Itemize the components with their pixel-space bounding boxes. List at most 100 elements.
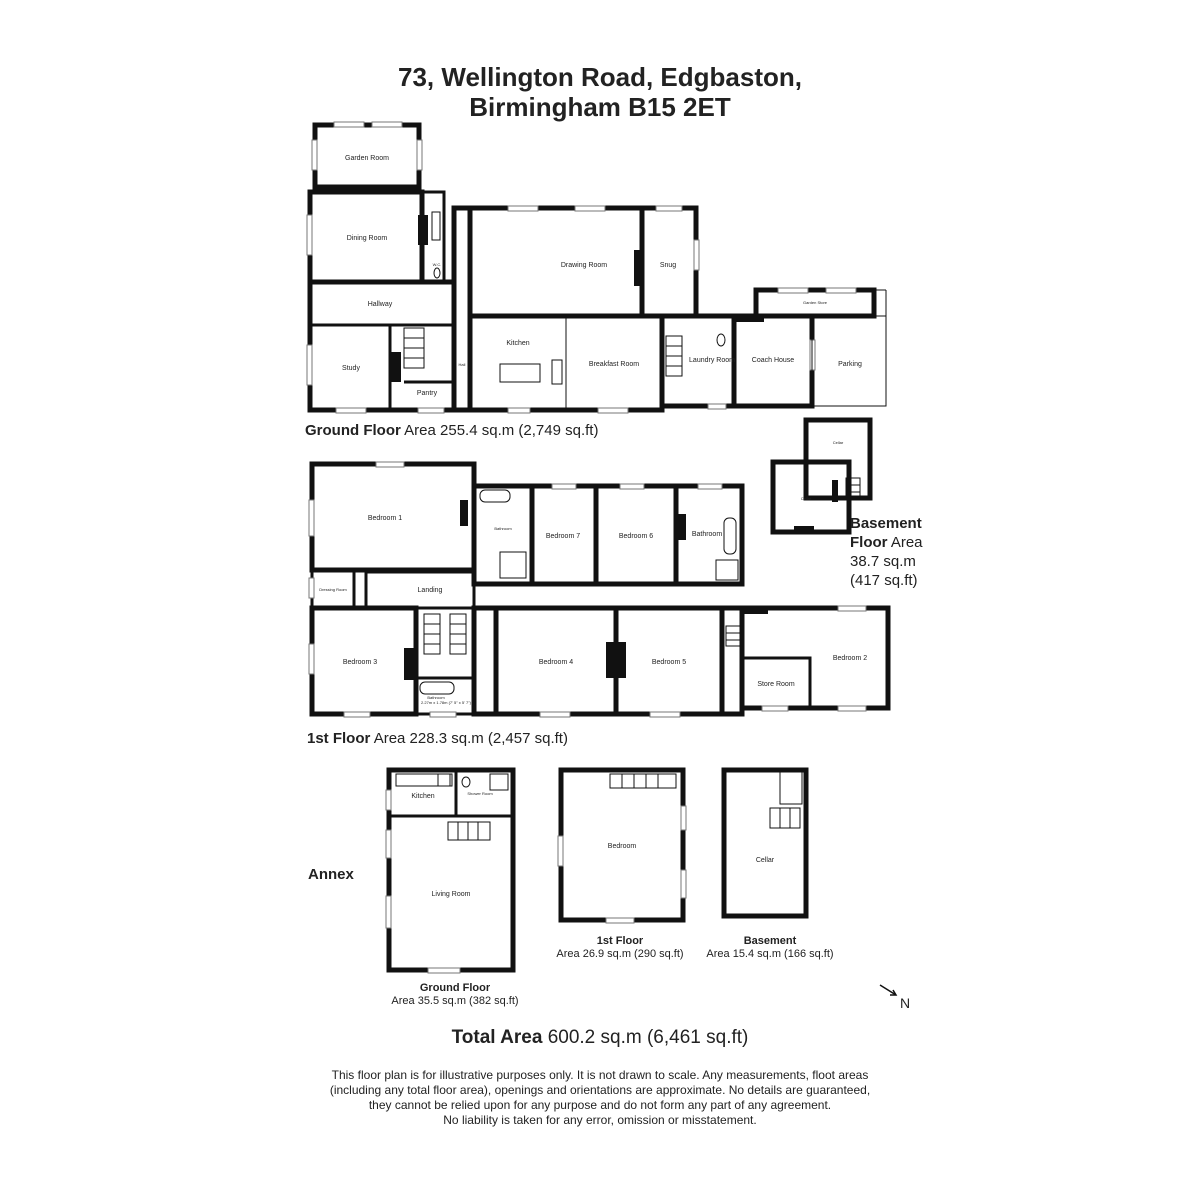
annex-ground-area-value: Area 35.5 sq.m (382 sq.ft) bbox=[391, 995, 519, 1007]
window bbox=[507, 205, 539, 212]
total-area: Total Area 600.2 sq.m (6,461 sq.ft) bbox=[0, 1027, 1200, 1049]
bathroom-3-dimensions: 2.27m x 1.78m (7' 5" x 5' 7") bbox=[421, 700, 472, 705]
basement-floor-label: Floor bbox=[850, 534, 888, 551]
wall-block bbox=[734, 314, 764, 322]
ground-floor-plan bbox=[306, 121, 887, 414]
window bbox=[375, 461, 405, 468]
window bbox=[335, 407, 367, 414]
staircase bbox=[725, 625, 741, 647]
toilet bbox=[461, 776, 471, 788]
window bbox=[655, 205, 683, 212]
window bbox=[371, 121, 403, 128]
window bbox=[385, 895, 392, 929]
annex-basement-plan bbox=[721, 767, 809, 919]
window bbox=[343, 711, 371, 718]
window bbox=[693, 239, 700, 271]
fireplace bbox=[460, 500, 468, 526]
bedroom-7-label: Bedroom 7 bbox=[546, 533, 580, 540]
center-strip-walls bbox=[471, 605, 499, 717]
dining-room-label: Dining Room bbox=[347, 235, 388, 242]
first-floor-area: 1st Floor Area 228.3 sq.m (2,457 sq.ft) bbox=[307, 730, 568, 748]
basement-area-line-4: (417 sq.ft) bbox=[850, 572, 918, 589]
annex-shower-room-label: Shower Room bbox=[467, 791, 493, 796]
disclaimer-line-3: they cannot be relied upon for any purpo… bbox=[368, 1098, 832, 1112]
stairwell-walls bbox=[414, 606, 476, 680]
bathroom-3-label: Bathroom bbox=[427, 695, 445, 700]
window bbox=[605, 917, 635, 924]
fireplace bbox=[606, 642, 616, 678]
kitchen-counter bbox=[395, 773, 453, 787]
hallway-label: Hallway bbox=[368, 301, 393, 308]
window bbox=[680, 869, 687, 899]
fireplace bbox=[391, 352, 401, 382]
annex-kitchen-label: Kitchen bbox=[411, 793, 434, 800]
laundry-room-label: Laundry Room bbox=[689, 357, 735, 364]
window bbox=[417, 407, 445, 414]
address-line-1: 73, Wellington Road, Edgbaston, bbox=[398, 62, 802, 92]
window bbox=[306, 344, 313, 386]
coach-house-label: Coach House bbox=[752, 357, 795, 364]
staircase bbox=[447, 821, 491, 841]
window bbox=[306, 214, 313, 256]
basement-area-line-2: Floor Area bbox=[850, 534, 923, 552]
bedroom-1-label: Bedroom 1 bbox=[368, 515, 402, 522]
bedroom-5-label: Bedroom 5 bbox=[652, 659, 686, 666]
bath bbox=[419, 681, 455, 695]
bedroom-2-label: Bedroom 2 bbox=[833, 655, 867, 662]
staircase bbox=[769, 807, 801, 829]
wc-label: W.C. bbox=[433, 262, 442, 267]
window bbox=[837, 705, 867, 712]
range-cooker bbox=[551, 359, 563, 385]
ground-floor-label: Ground Floor bbox=[305, 422, 401, 439]
east-corridor-walls bbox=[719, 605, 745, 717]
ground-floor-area: Ground Floor Area 255.4 sq.m (2,749 sq.f… bbox=[305, 422, 598, 440]
garden-room-label: Garden Room bbox=[345, 155, 389, 162]
parking-label: Parking bbox=[838, 361, 862, 368]
bathroom-1-walls bbox=[471, 483, 535, 587]
wall-block bbox=[832, 480, 838, 502]
garden-store-label: Garden Store bbox=[803, 300, 828, 305]
total-area-label: Total Area bbox=[451, 1027, 543, 1048]
annex-basement-walls bbox=[721, 767, 809, 919]
fireplace bbox=[616, 642, 626, 678]
bath bbox=[479, 489, 511, 503]
annex-cellar-label: Cellar bbox=[756, 857, 775, 864]
window bbox=[308, 577, 315, 599]
window bbox=[311, 139, 318, 171]
window bbox=[308, 499, 315, 537]
basement-area-line-1: Basement bbox=[850, 515, 922, 533]
annex-ground-floor-plan bbox=[385, 767, 516, 974]
ground-floor-area-value: Area 255.4 sq.m (2,749 sq.ft) bbox=[404, 422, 599, 439]
disclaimer-line-1: This floor plan is for illustrative purp… bbox=[331, 1068, 869, 1082]
total-area-value: 600.2 sq.m (6,461 sq.ft) bbox=[547, 1027, 749, 1048]
snug-label: Snug bbox=[660, 262, 676, 269]
hall-label: Hall bbox=[459, 362, 466, 367]
window bbox=[697, 483, 723, 490]
window bbox=[761, 705, 789, 712]
cupboard bbox=[779, 771, 803, 805]
bathroom-1-label: Bathroom bbox=[494, 526, 512, 531]
wall-block bbox=[794, 526, 814, 532]
breakfast-room-label: Breakfast Room bbox=[589, 361, 639, 368]
window bbox=[385, 789, 392, 811]
bedroom-4-label: Bedroom 4 bbox=[539, 659, 573, 666]
annex-first-label: 1st Floor bbox=[596, 935, 644, 947]
toilet bbox=[433, 267, 441, 279]
shower-tray bbox=[489, 773, 509, 791]
shower bbox=[715, 559, 739, 581]
store-room-label: Store Room bbox=[757, 681, 795, 688]
window bbox=[837, 605, 867, 612]
hob bbox=[437, 773, 451, 787]
disclaimer: This floor plan is for illustrative purp… bbox=[250, 1068, 950, 1128]
compass: N bbox=[879, 984, 910, 1011]
window bbox=[574, 205, 606, 212]
toilet bbox=[716, 333, 726, 347]
window bbox=[825, 287, 857, 294]
basement-cellar-bottom-label: Cellar bbox=[801, 496, 812, 501]
basement-area-line-3: 38.7 sq.m bbox=[850, 553, 916, 570]
bedroom-6-label: Bedroom 6 bbox=[619, 533, 653, 540]
annex-first-floor-plan bbox=[557, 767, 687, 924]
window bbox=[308, 643, 315, 675]
